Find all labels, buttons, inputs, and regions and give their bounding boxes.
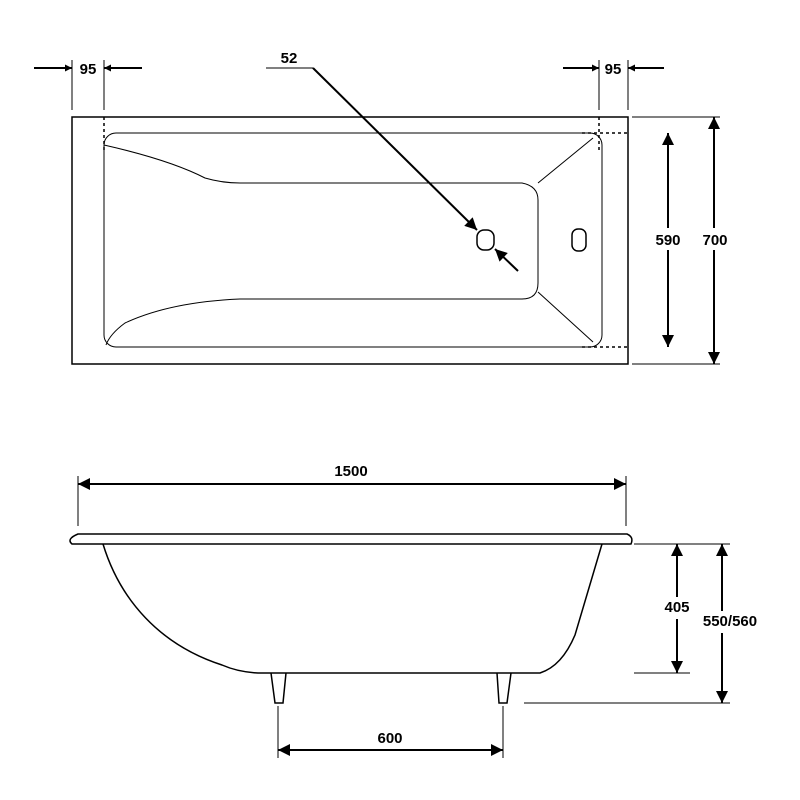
dim-label-length: 1500 bbox=[334, 463, 367, 480]
basin-corner-bottom bbox=[537, 291, 594, 343]
dim-label-height: 550/560 bbox=[703, 613, 757, 630]
dim-height-550-560: 550/560 bbox=[524, 543, 771, 704]
tub-inner-basin bbox=[103, 132, 603, 348]
dim-top-right-95: 95 bbox=[563, 60, 664, 110]
dim-length-1500: 1500 bbox=[77, 460, 627, 526]
dim-depth-405: 405 bbox=[634, 543, 698, 674]
drain-hole bbox=[476, 229, 495, 251]
side-view bbox=[69, 533, 633, 704]
dim-leg-spacing-600: 600 bbox=[277, 706, 504, 758]
overflow-hole bbox=[571, 228, 587, 252]
tub-rim bbox=[69, 533, 633, 545]
basin-contour bbox=[103, 144, 539, 346]
dim-outer-width-700: 700 bbox=[632, 116, 735, 365]
tub-outer-rim bbox=[71, 116, 629, 365]
dim-drain-52: 52 bbox=[266, 50, 519, 272]
leg-left bbox=[270, 672, 287, 704]
dim-label-top-left: 95 bbox=[80, 61, 97, 78]
dim-label-outer-width: 700 bbox=[702, 232, 727, 249]
dim-label-depth: 405 bbox=[664, 599, 689, 616]
dim-label-inner-width: 590 bbox=[655, 232, 680, 249]
top-view bbox=[71, 116, 629, 365]
basin-corner-top bbox=[537, 137, 594, 184]
dim-label-top-right: 95 bbox=[605, 61, 622, 78]
dim-label-drain: 52 bbox=[281, 50, 298, 67]
dim-inner-width-590: 590 bbox=[650, 133, 686, 347]
dim-top-left-95: 95 bbox=[34, 60, 142, 110]
dim-label-leg-spacing: 600 bbox=[377, 730, 402, 747]
tub-body bbox=[102, 543, 603, 674]
leg-right bbox=[496, 672, 512, 704]
